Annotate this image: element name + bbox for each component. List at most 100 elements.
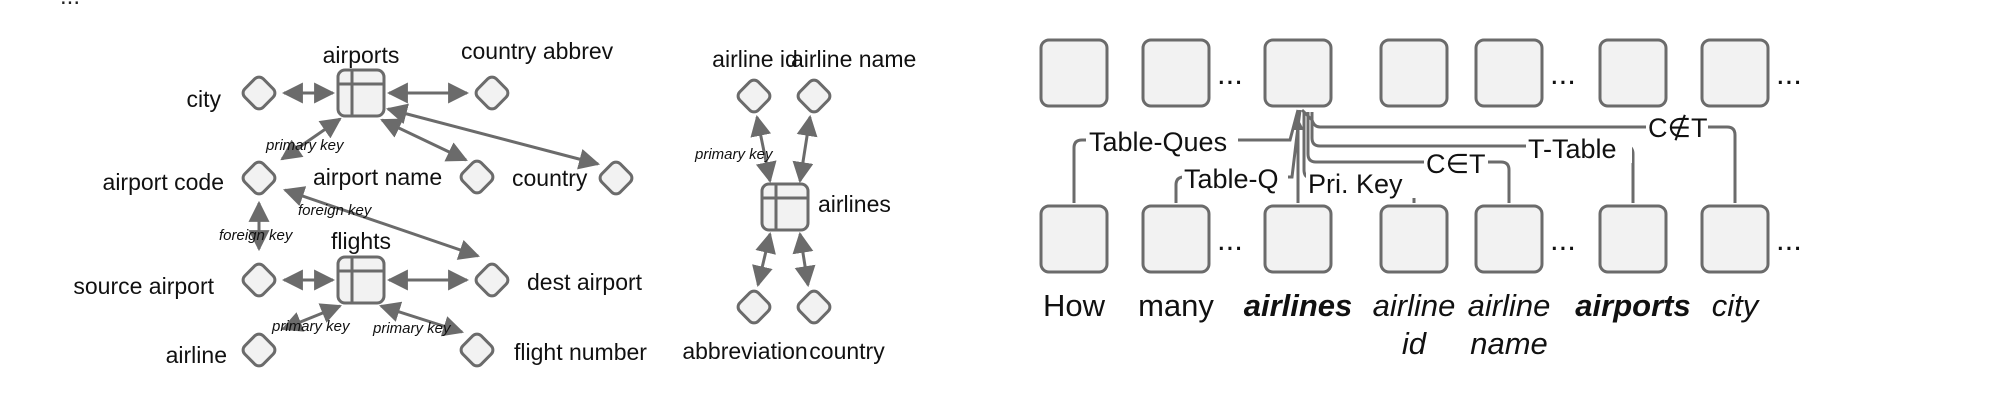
- relation-c-in-t: C∈T: [1426, 149, 1486, 179]
- question-tokens: How many airlines airline id airline nam…: [1043, 288, 1761, 361]
- label-abbreviation: abbreviation: [682, 338, 807, 364]
- token-airline-name-line1: airline: [1468, 288, 1551, 323]
- schema-attribute-nodes: [241, 75, 832, 368]
- bottom-box-many: [1141, 204, 1211, 274]
- ellipsis-bottom-3: ...: [1776, 222, 1802, 257]
- node-airline-diamond: [241, 332, 277, 368]
- node-airline-id-diamond: [736, 78, 772, 114]
- halo-c-in-t: [1424, 148, 1488, 178]
- edge-label-foreign-key-dest: foreign key: [298, 202, 373, 219]
- edge-label-foreign-key-source: foreign key: [219, 227, 294, 244]
- node-city-diamond: [241, 75, 277, 111]
- token-airlines: airlines: [1244, 288, 1353, 323]
- schema-table-nodes: [336, 68, 810, 305]
- token-airline-id-line2: id: [1402, 326, 1428, 361]
- top-box-4: [1379, 38, 1449, 108]
- edge-airportcode-airports: [280, 117, 342, 161]
- label-airline-id: airline id: [712, 46, 798, 72]
- edge-c-notin-t: [1300, 108, 1737, 203]
- node-airport-code-diamond: [241, 160, 277, 196]
- label-airport-code: airport code: [103, 169, 224, 195]
- caption-fragment-text: ...: [60, 0, 80, 11]
- halo-t-table: [1526, 133, 1632, 163]
- edge-airlineid-airlines: [750, 114, 777, 184]
- halo-pri-key: [1306, 168, 1416, 198]
- label-country-abbrev: country abbrev: [461, 38, 614, 64]
- node-airlines-table: [760, 182, 810, 232]
- ellipsis-top-3: ...: [1776, 56, 1802, 91]
- node-source-airport-diamond: [241, 262, 277, 298]
- top-box-7: [1700, 38, 1770, 108]
- top-box-3: [1263, 38, 1333, 108]
- schema-edges: [248, 82, 818, 337]
- relation-graph: ... ... ... ... ... ... Table-Ques Table…: [1039, 38, 1802, 361]
- bottom-box-airports: [1598, 204, 1668, 274]
- relation-table-q: Table-Q: [1184, 164, 1279, 194]
- edge-airlines-abbreviation: [752, 231, 776, 288]
- token-airline-name-line2: name: [1470, 326, 1548, 361]
- node-airports-table: [336, 68, 386, 118]
- token-how: How: [1043, 288, 1106, 323]
- top-box-5: [1474, 38, 1544, 108]
- label-airlines: airlines: [818, 191, 891, 217]
- label-country-1: country: [512, 165, 588, 191]
- node-dest-airport-diamond: [474, 262, 510, 298]
- edge-airports-country: [385, 103, 601, 170]
- node-airport-name-diamond: [459, 159, 495, 195]
- edge-airlines-country: [792, 231, 816, 288]
- label-airport-name: airport name: [313, 164, 442, 190]
- label-flight-number: flight number: [514, 339, 647, 365]
- top-box-2: [1141, 38, 1211, 108]
- node-country-abbrev-diamond: [474, 75, 510, 111]
- label-airline-name: airline name: [791, 46, 916, 72]
- halo-table-q: [1182, 163, 1288, 193]
- node-flight-number-diamond: [459, 332, 495, 368]
- bottom-box-airlines: [1263, 204, 1333, 274]
- edge-flights-flightnumber: [379, 301, 464, 337]
- node-abbreviation-diamond: [736, 289, 772, 325]
- top-box-6: [1598, 38, 1668, 108]
- label-airports: airports: [323, 42, 400, 68]
- ellipsis-top-1: ...: [1217, 56, 1243, 91]
- label-city: city: [187, 86, 222, 112]
- token-airline-id-line1: airline: [1373, 288, 1456, 323]
- node-flights-table: [336, 255, 386, 305]
- node-country2-diamond: [796, 289, 832, 325]
- node-airline-name-diamond: [796, 78, 832, 114]
- bottom-box-how: [1039, 204, 1109, 274]
- ellipsis-top-2: ...: [1550, 56, 1576, 91]
- token-airports: airports: [1575, 288, 1690, 323]
- bottom-box-airline-id: [1379, 204, 1449, 274]
- schema-graph: [241, 68, 832, 368]
- edge-airlinename-airlines: [792, 114, 818, 184]
- bottom-box-city: [1700, 204, 1770, 274]
- edge-airportcode-destairport: [283, 186, 480, 260]
- token-many: many: [1138, 288, 1214, 323]
- schema-labels: airports country abbrev city airport cod…: [73, 38, 916, 368]
- bottom-box-airline-name: [1474, 204, 1544, 274]
- halo-table-ques: [1086, 126, 1238, 156]
- relation-t-table: T-Table: [1528, 134, 1617, 164]
- ellipsis-markers: ... ... ... ... ... ...: [1217, 56, 1802, 257]
- edge-label-primary-key-flightnumber: primary key: [372, 320, 452, 337]
- label-airline: airline: [166, 342, 227, 368]
- relation-table-ques: Table-Ques: [1089, 127, 1227, 157]
- token-city: city: [1712, 288, 1761, 323]
- arrowhead-into-airlines: [1292, 118, 1304, 130]
- relation-c-notin-t: C∉T: [1648, 113, 1708, 143]
- top-box-1: [1039, 38, 1109, 108]
- edge-label-primary-key-airlines: primary key: [694, 146, 774, 163]
- top-row-nodes: [1039, 38, 1770, 108]
- label-country-2: country: [809, 338, 885, 364]
- ellipsis-bottom-1: ...: [1217, 222, 1243, 257]
- edge-label-primary-key-airports: primary key: [265, 137, 345, 154]
- edge-c-in-t-2: [1306, 112, 1511, 203]
- edge-t-table: [1310, 112, 1635, 203]
- node-country-diamond: [598, 160, 634, 196]
- relation-labels: Table-Ques Table-Q Pri. Key C∈T T-Table …: [1086, 113, 1708, 199]
- ellipsis-bottom-2: ...: [1550, 222, 1576, 257]
- label-dest-airport: dest airport: [527, 269, 643, 295]
- bottom-row-nodes: [1039, 204, 1770, 274]
- caption-fragment-clipped: ...: [0, 0, 1998, 12]
